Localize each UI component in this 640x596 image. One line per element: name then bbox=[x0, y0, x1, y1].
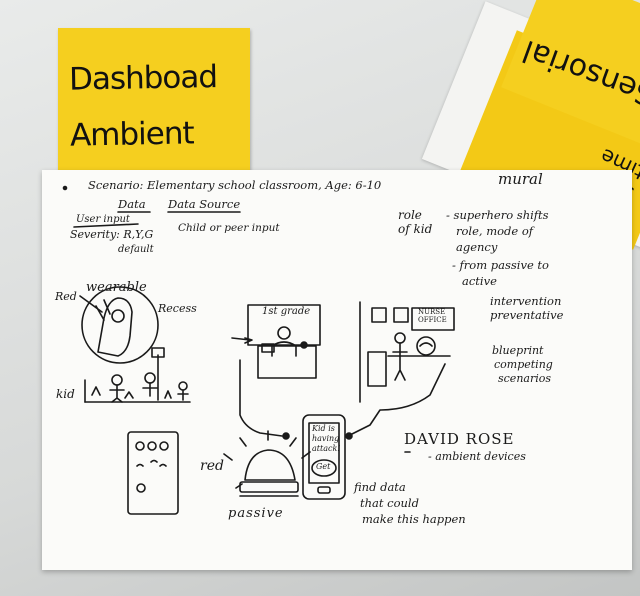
dashboard-device-sketch bbox=[127, 431, 179, 515]
find-data-2: that could bbox=[360, 496, 419, 510]
role-of-kid-1: role bbox=[398, 208, 422, 222]
bullet-dot bbox=[62, 185, 68, 191]
playground-sketch bbox=[84, 347, 191, 403]
wearable-sketch bbox=[79, 286, 159, 364]
nurse-office-sketch bbox=[345, 301, 455, 440]
phone-text-3: attack! bbox=[312, 444, 341, 453]
passive-active-2: active bbox=[462, 274, 497, 288]
phone-text-2: having bbox=[312, 434, 340, 443]
phone-bubble-text: Get bbox=[316, 462, 331, 471]
role-note-3: agency bbox=[456, 240, 498, 254]
default-text: default bbox=[118, 244, 154, 255]
wearable-label: wearable bbox=[86, 280, 147, 295]
david-rose-text: DAVID ROSE bbox=[404, 430, 515, 448]
scenarios-text: scenarios bbox=[498, 372, 552, 385]
blueprint-text: blueprint bbox=[492, 344, 544, 357]
role-note-2: role, mode of bbox=[456, 224, 534, 238]
role-of-kid-2: of kid bbox=[398, 222, 433, 236]
kid-label: kid bbox=[56, 387, 75, 401]
red-lamp-label: red bbox=[200, 458, 224, 474]
ambient-lamp-sketch bbox=[223, 430, 311, 497]
child-peer-text: Child or peer input bbox=[178, 222, 280, 234]
preventative-text: preventative bbox=[490, 308, 564, 322]
intervention-text: intervention bbox=[490, 294, 562, 308]
find-data-1: find data bbox=[354, 480, 406, 494]
sticky-note-left bbox=[58, 28, 250, 178]
recess-label: Recess bbox=[158, 302, 197, 315]
competing-text: competing bbox=[494, 358, 553, 371]
mural-text: mural bbox=[498, 170, 543, 188]
nurse-label-2: OFFICE bbox=[418, 316, 447, 324]
passive-active-1: - from passive to bbox=[452, 258, 549, 272]
red-label: Red bbox=[55, 290, 77, 303]
severity-text: Severity: R,Y,G bbox=[70, 228, 154, 241]
data-source-header: Data Source bbox=[168, 197, 241, 211]
crossed-out-text: User input bbox=[76, 214, 130, 225]
role-note-1: - superhero shifts bbox=[446, 208, 549, 222]
first-grade-label: 1st grade bbox=[262, 306, 311, 317]
nurse-label-1: NURSE bbox=[418, 308, 446, 316]
phone-text-1: Kid is bbox=[312, 424, 335, 433]
classroom-sketch bbox=[231, 304, 321, 440]
sketch-paper bbox=[42, 170, 632, 570]
scenario-text: Scenario: Elementary school classroom, A… bbox=[88, 178, 382, 192]
ambient-devices-text: - ambient devices bbox=[428, 450, 526, 463]
find-data-3: make this happen bbox=[362, 512, 466, 526]
passive-label: passive bbox=[228, 506, 284, 521]
strike-line bbox=[73, 223, 139, 228]
data-header: Data bbox=[118, 197, 146, 211]
